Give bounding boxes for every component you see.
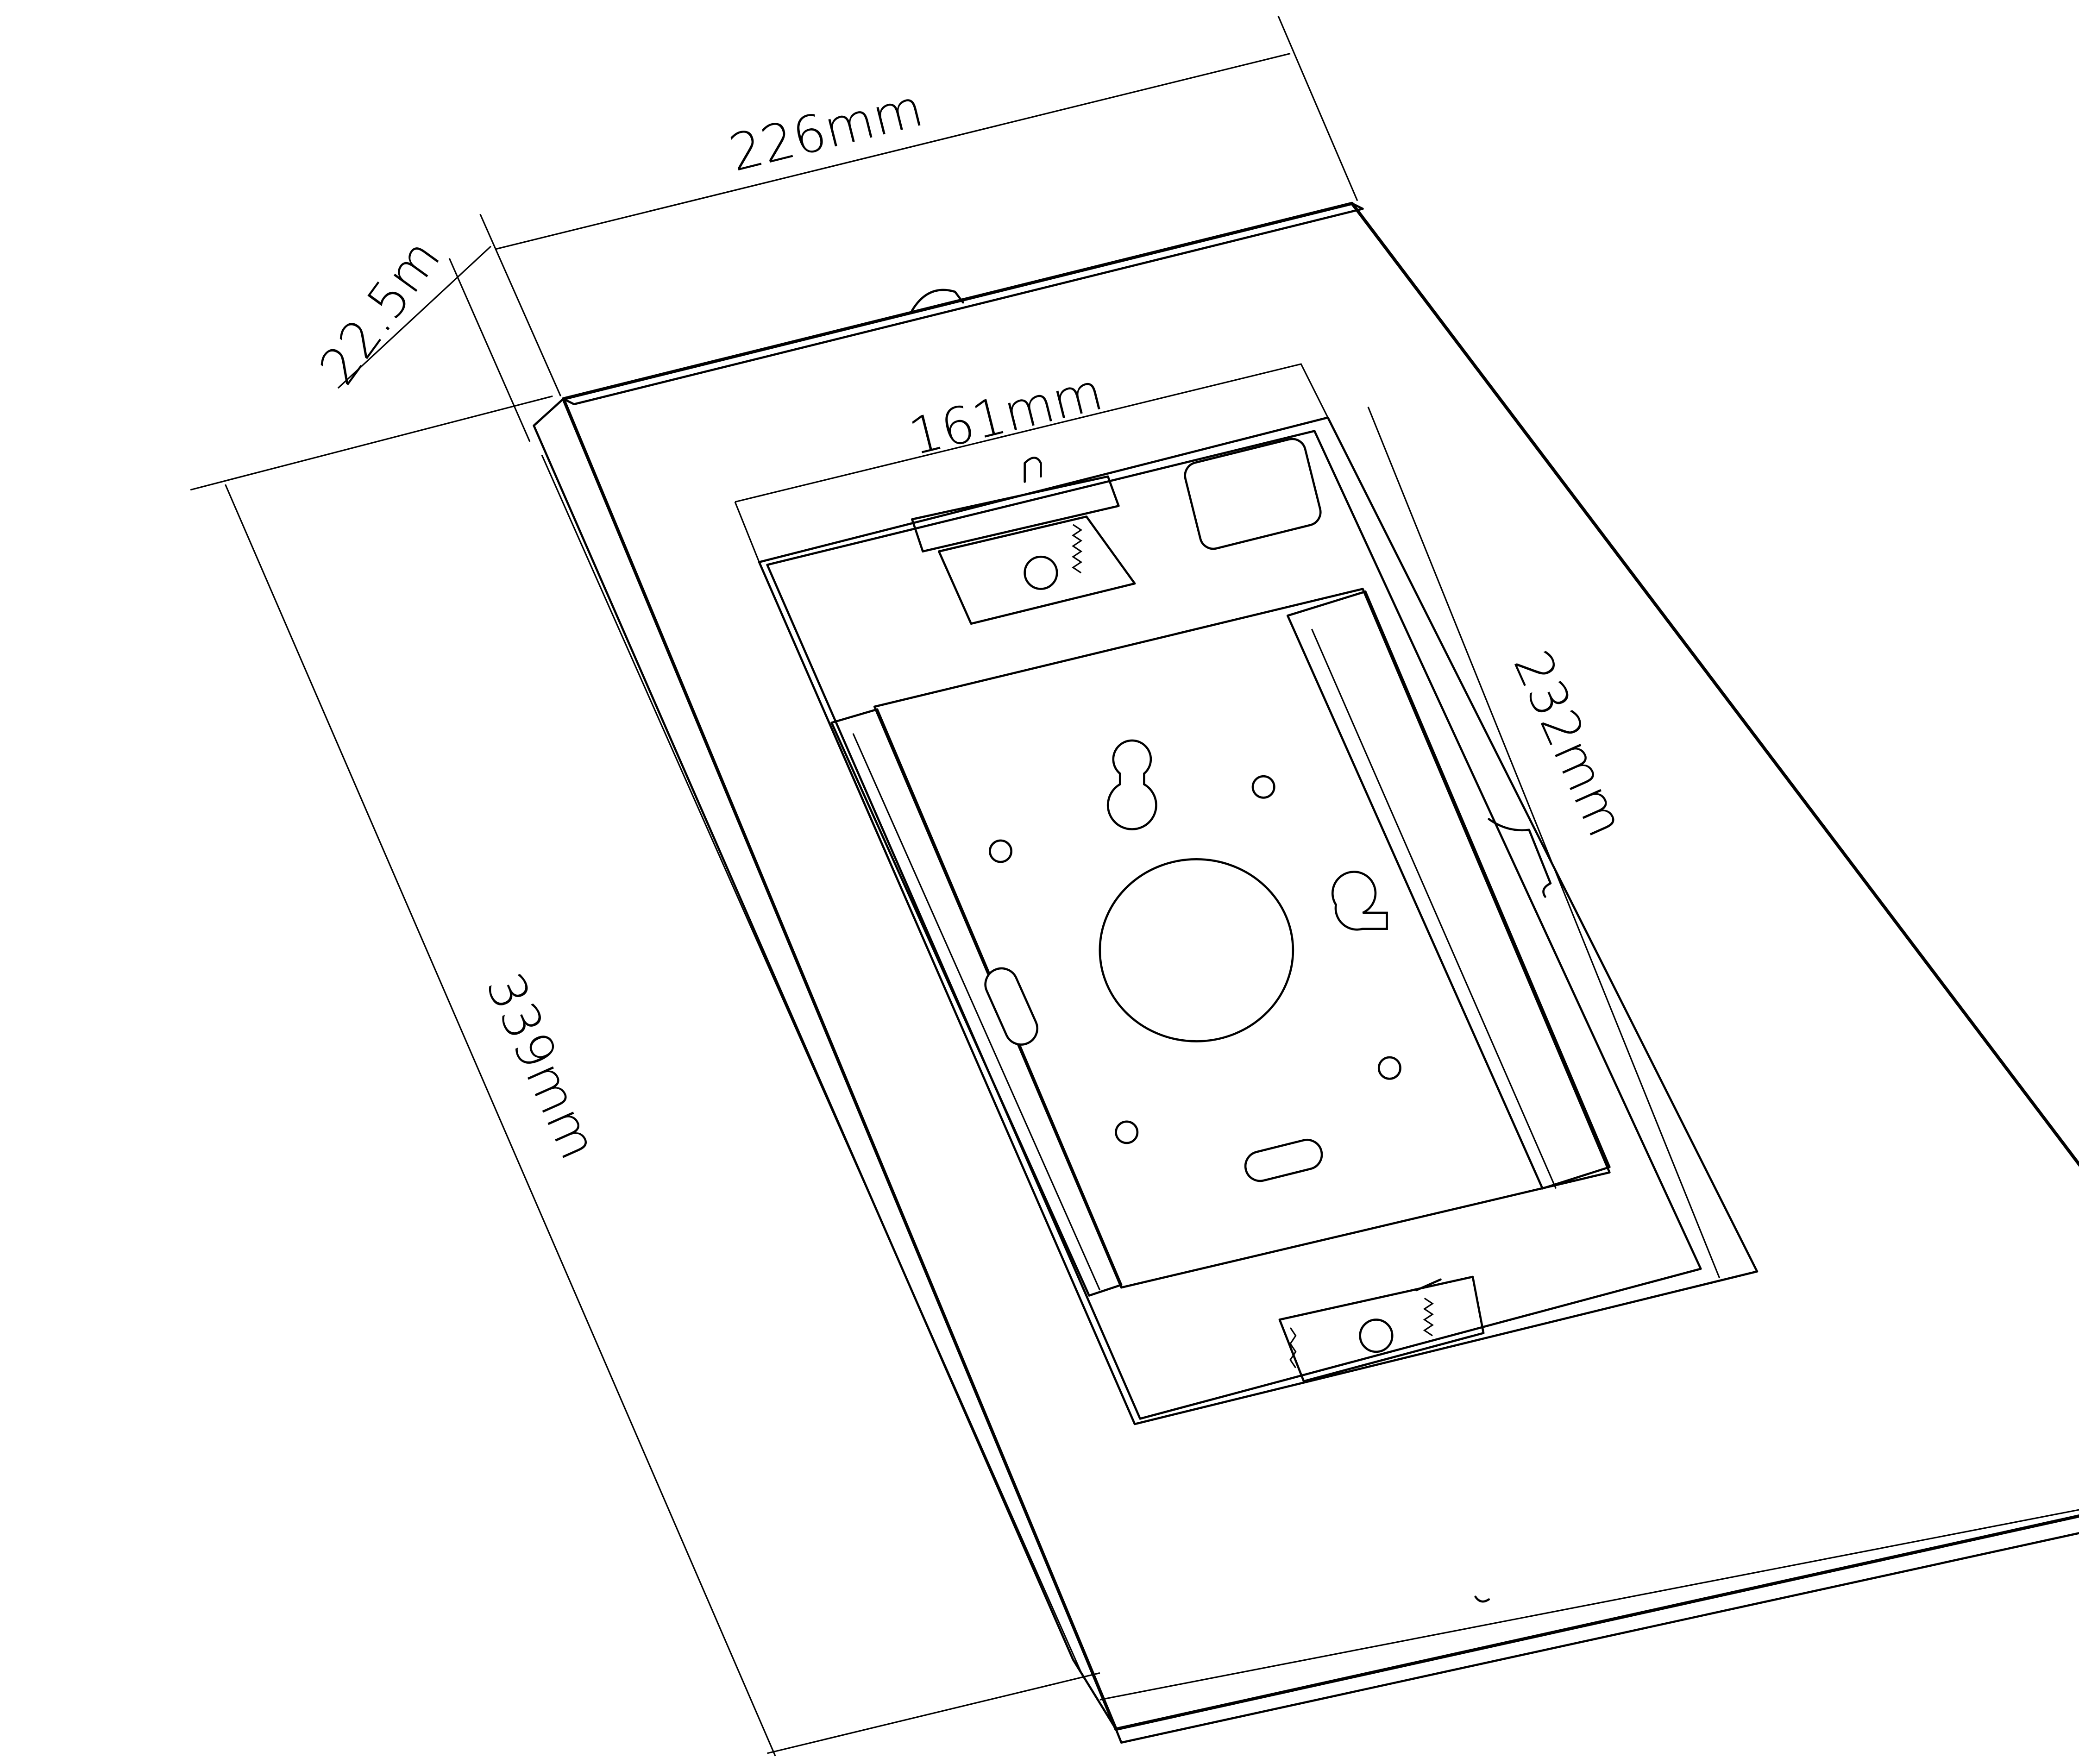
- screw-hole: [1115, 1120, 1139, 1144]
- right-rail: [1286, 590, 1611, 1190]
- center-cable-hole: [1099, 858, 1294, 1042]
- side-slot: [984, 967, 1038, 1046]
- dimension-label-inner-height: 232mm: [1502, 642, 1636, 845]
- mounting-plate: [873, 588, 1611, 1289]
- screw-hole: [1251, 775, 1275, 799]
- screw-hole: [1377, 1056, 1401, 1080]
- enclosure-body: [533, 201, 2079, 1744]
- dimension-width: 226mm: [479, 16, 1358, 397]
- dimension-label-inner-width: 161mm: [903, 362, 1108, 467]
- bottom-slot: [1244, 1138, 1323, 1182]
- camera-cutout: [1184, 438, 1322, 550]
- dimension-depth: 22.5m: [308, 229, 531, 442]
- dimension-height: 339mm: [190, 395, 1100, 1757]
- dimension-label-depth: 22.5m: [308, 229, 452, 395]
- dimension-label-height: 339mm: [475, 965, 609, 1168]
- top-clamp: [911, 457, 1136, 625]
- keyhole-slot-right: [1331, 871, 1388, 931]
- screw-hole: [989, 839, 1012, 863]
- clamp-screw: [1359, 1318, 1394, 1353]
- clamp-screw: [1024, 555, 1058, 590]
- keyhole-slot-top: [1106, 739, 1157, 830]
- bottom-clamp: [1278, 1275, 1485, 1382]
